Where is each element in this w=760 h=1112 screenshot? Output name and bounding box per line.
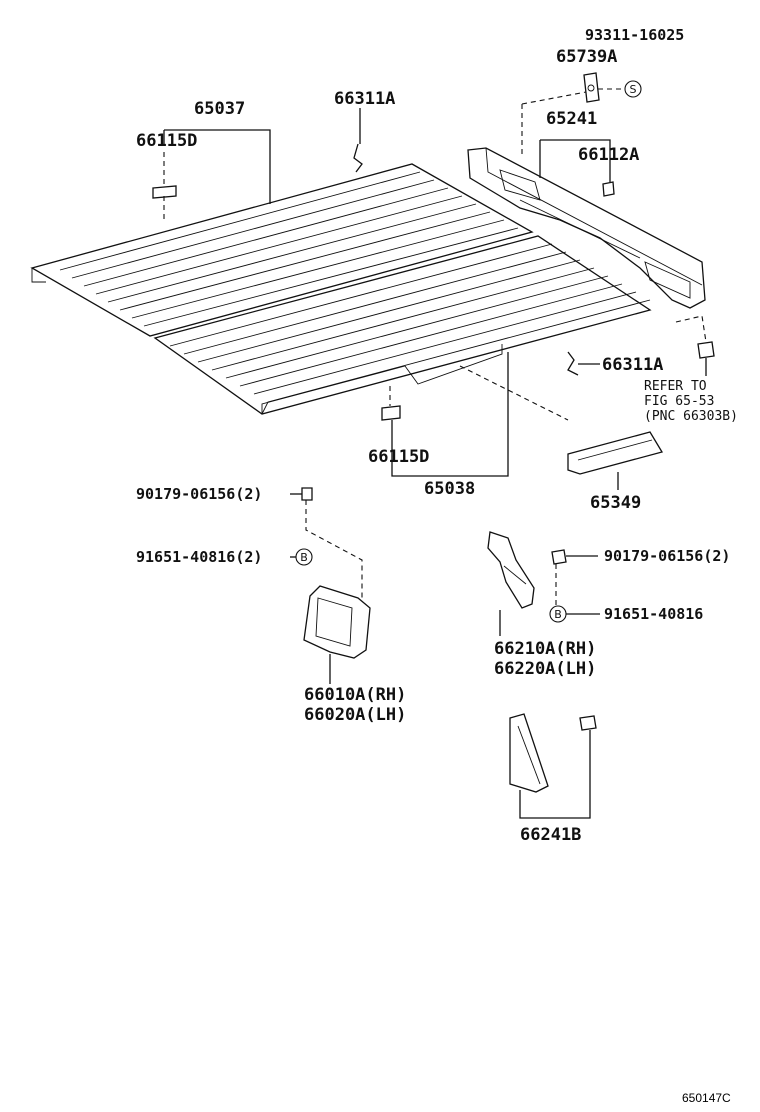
label-66210a-rh: 66210A(RH) — [494, 639, 596, 659]
screw-66241b-part — [579, 715, 597, 731]
leader-lines — [163, 88, 707, 819]
label-65349: 65349 — [590, 493, 641, 513]
label-refer-line1: REFER TO — [644, 379, 707, 394]
figure-code-label: 650147C — [682, 1091, 731, 1105]
s-marker-circle — [624, 80, 642, 98]
label-66311a-top: 66311A — [334, 89, 395, 109]
label-66311a-right: 66311A — [602, 355, 663, 375]
wire-66311a-top-part — [353, 143, 363, 173]
label-93311-16025: 93311-16025 — [585, 26, 684, 44]
label-90179-left: 90179-06156(2) — [136, 485, 262, 503]
label-refer-line2: FIG 65-53 — [644, 394, 714, 409]
label-refer-line3: (PNC 66303B) — [644, 409, 738, 424]
label-66010a-rh: 66010A(RH) — [304, 685, 406, 705]
label-65038: 65038 — [424, 479, 475, 499]
rear-cross-member-part — [467, 147, 706, 309]
plug-part — [697, 341, 715, 359]
label-66020a-lh: 66020A(LH) — [304, 705, 406, 725]
clip-66115d-bottom-part — [381, 405, 401, 421]
b-marker-left-text: B — [300, 551, 308, 564]
sill-plate-65349-part — [567, 431, 664, 475]
floor-panel-65037-part — [30, 163, 534, 337]
nut-left-part — [301, 487, 313, 501]
bolt-65739a-part — [583, 72, 600, 103]
label-66220a-lh: 66220A(LH) — [494, 659, 596, 679]
label-65739a: 65739A — [556, 47, 617, 67]
label-65037: 65037 — [194, 99, 245, 119]
label-66115d-bottom: 66115D — [368, 447, 429, 467]
nut-right-part — [551, 549, 567, 565]
mud-guard-left-part — [303, 585, 371, 659]
label-90179-right: 90179-06156(2) — [604, 547, 730, 565]
panel-66241b-part — [509, 713, 549, 793]
s-marker-text: S — [630, 83, 637, 96]
label-91651-right: 91651-40816 — [604, 605, 703, 623]
wire-66311a-right-part — [567, 351, 579, 376]
floor-panel-65038-part — [153, 235, 652, 415]
label-65241: 65241 — [546, 109, 597, 129]
bracket-right-part — [487, 531, 535, 609]
clip-66112a-part — [602, 181, 615, 197]
label-91651-left: 91651-40816(2) — [136, 548, 262, 566]
label-66241b: 66241B — [520, 825, 581, 845]
label-66112a: 66112A — [578, 145, 639, 165]
clip-66115d-top-part — [152, 185, 177, 199]
b-marker-right-text: B — [554, 608, 562, 621]
label-66115d-top: 66115D — [136, 131, 197, 151]
